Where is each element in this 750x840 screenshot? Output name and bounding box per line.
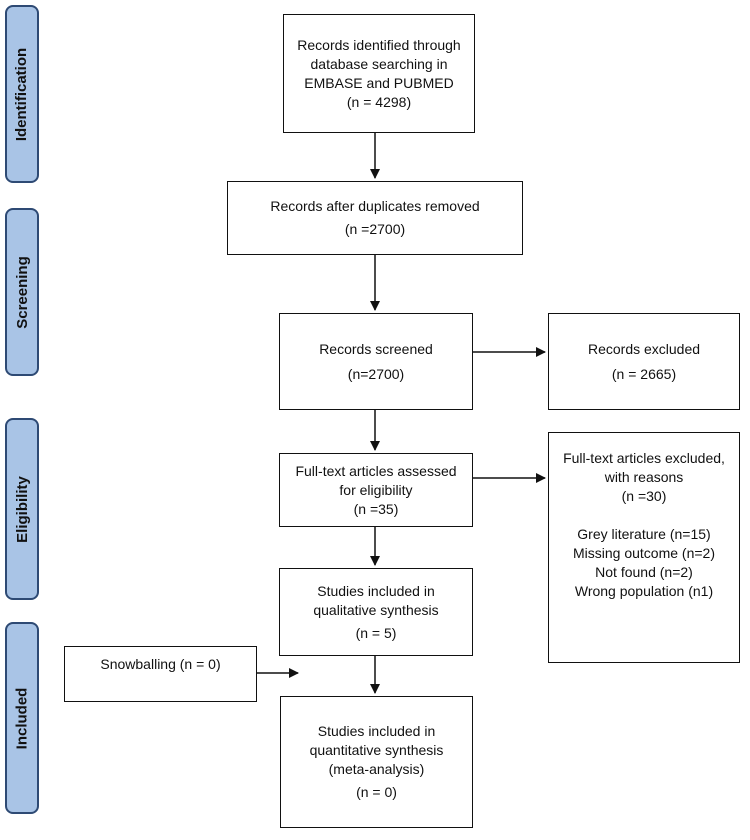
records-identified-line1: Records identified through [297, 36, 461, 53]
snowballing-box: Snowballing (n = 0) [64, 646, 257, 702]
records-screened-count: (n=2700) [347, 365, 405, 382]
exclusion-reason: Wrong population (n1) [574, 583, 714, 599]
fulltext-assessed-box: Full-text articles assessed for eligibil… [279, 453, 473, 527]
qualitative-synthesis-count: (n = 5) [355, 624, 397, 641]
records-identified-count: (n = 4298) [346, 93, 412, 110]
fulltext-excluded-line2: with reasons [604, 469, 684, 485]
exclusion-reason: Grey literature (n=15) [577, 526, 711, 542]
records-identified-box: Records identified through database sear… [283, 14, 475, 133]
quantitative-synthesis-count: (n = 0) [356, 784, 397, 800]
exclusion-reason: Not found (n=2) [595, 564, 693, 580]
quantitative-synthesis-line1: Studies included in [317, 723, 436, 739]
records-screened-label: Records screened [319, 340, 433, 357]
fulltext-assessed-count: (n =35) [353, 500, 399, 517]
fulltext-assessed-line1: Full-text articles assessed [295, 462, 457, 479]
records-after-duplicates-count: (n =2700) [344, 221, 406, 237]
stage-included: Included [5, 622, 39, 814]
fulltext-excluded-count: (n =30) [621, 488, 667, 504]
quantitative-synthesis-line2: quantitative synthesis [309, 742, 444, 758]
records-after-duplicates-box: Records after duplicates removed (n =270… [227, 181, 523, 255]
records-identified-line3: EMBASE and PUBMED [304, 74, 454, 91]
qualitative-synthesis-box: Studies included in qualitative synthesi… [279, 568, 473, 656]
exclusion-reason: Missing outcome (n=2) [572, 545, 715, 561]
stage-eligibility: Eligibility [5, 418, 39, 600]
quantitative-synthesis-box: Studies included in quantitative synthes… [280, 696, 473, 828]
fulltext-assessed-line2: for eligibility [339, 481, 413, 498]
snowballing-label: Snowballing (n = 0) [100, 656, 221, 672]
fulltext-excluded-line1: Full-text articles excluded, [563, 450, 725, 466]
records-screened-box: Records screened (n=2700) [279, 313, 473, 410]
records-excluded-box: Records excluded (n = 2665) [548, 313, 740, 410]
stage-identification: Identification [5, 5, 39, 183]
quantitative-synthesis-line3: (meta-analysis) [328, 761, 425, 777]
records-after-duplicates-label: Records after duplicates removed [270, 198, 480, 214]
qualitative-synthesis-line1: Studies included in [317, 582, 435, 599]
records-identified-line2: database searching in [310, 55, 448, 72]
stage-screening: Screening [5, 208, 39, 376]
qualitative-synthesis-line2: qualitative synthesis [313, 601, 439, 618]
records-excluded-count: (n = 2665) [611, 365, 677, 382]
fulltext-excluded-box: Full-text articles excluded, with reason… [548, 432, 740, 663]
records-excluded-label: Records excluded [587, 340, 701, 357]
